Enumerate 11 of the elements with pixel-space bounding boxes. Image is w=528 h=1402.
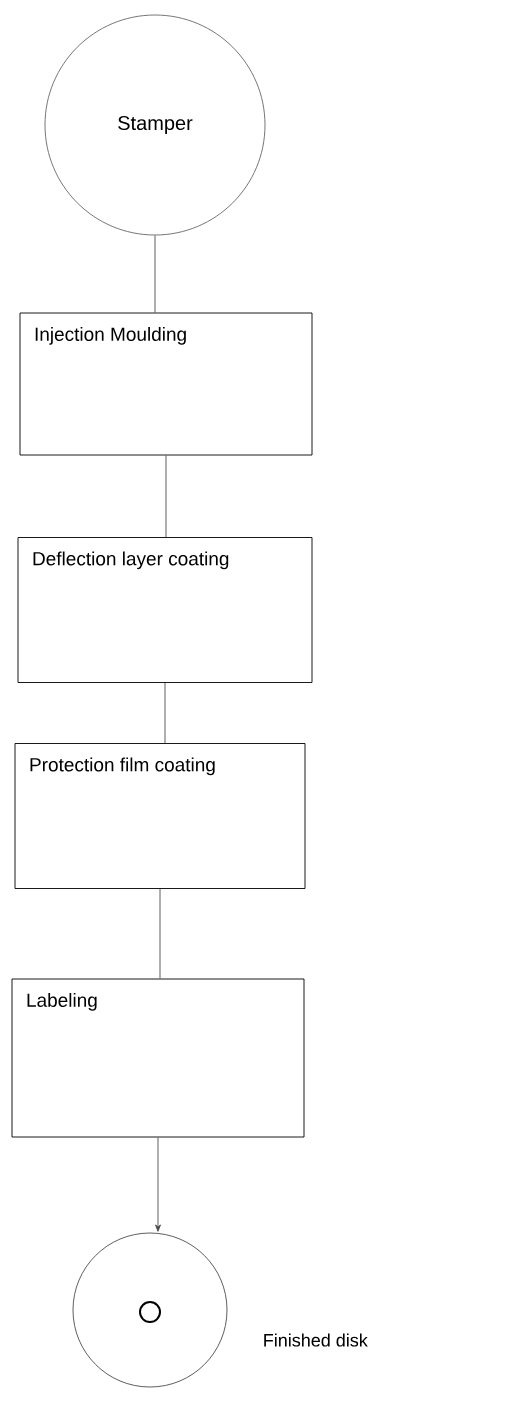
process-box: Injection Moulding [19,312,313,456]
connector-line [154,235,156,313]
connector-line [164,682,166,744]
process-box: Labeling [11,978,305,1138]
connector-line [165,455,167,538]
disc-drawing [72,1232,228,1388]
process-box: Deflection layer coating [17,537,313,683]
caption-text: Finished disk [264,1333,368,1347]
process-box: Protection film coating [14,743,306,889]
connector-line [159,888,161,979]
arrow [155,1137,161,1232]
